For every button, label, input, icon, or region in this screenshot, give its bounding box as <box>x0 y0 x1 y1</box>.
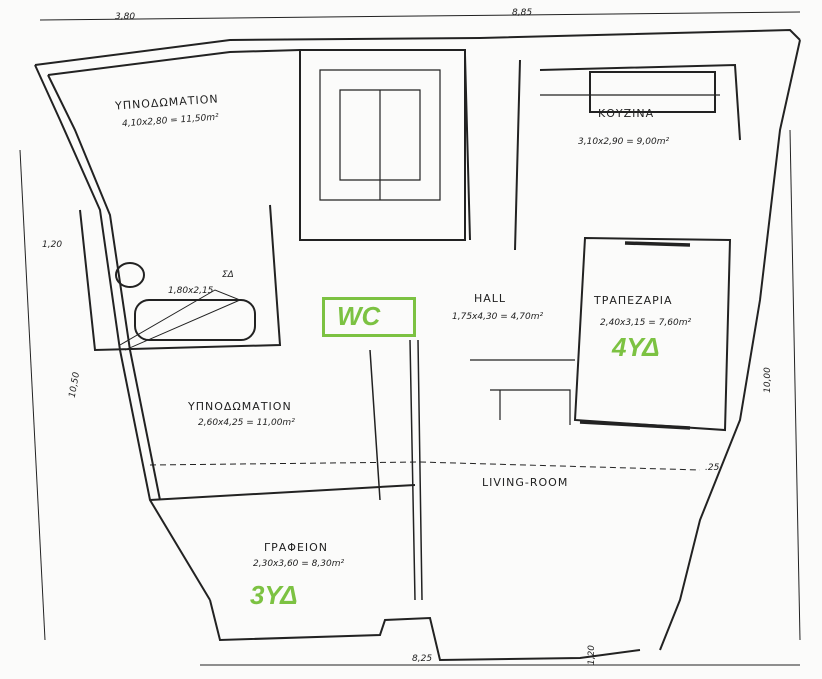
office-name: ΓΡΑΦΕΙΟΝ <box>264 541 329 554</box>
hall-fixtures <box>470 359 575 425</box>
hall-name: HALL <box>474 292 507 305</box>
dimension-bottom-left: 8,25 <box>412 654 433 664</box>
kitchen-name: ΚΟΥΖΙΝΑ <box>598 107 655 120</box>
axis-line <box>149 461 701 471</box>
bedroom2-name: ΥΠΝΟΔΩΜΑΤΙΟΝ <box>188 400 292 413</box>
stair-side-walls <box>464 54 521 251</box>
wc-annotation: WC <box>337 301 381 331</box>
dimension-line-left <box>19 149 46 641</box>
bath-sink <box>115 262 145 288</box>
bath-wall <box>79 204 282 352</box>
kitchen-counter <box>589 71 716 113</box>
dimension-bottom-right: 1,20 <box>587 644 598 666</box>
living-room-name: LIVING-ROOM <box>482 476 569 489</box>
wc-annotation-box: WC <box>322 297 416 337</box>
dimension-right-small: .25 <box>705 463 720 473</box>
stair-core <box>299 49 466 241</box>
bedroom2-area: 2,60x4,25 = 11,00m² <box>198 418 295 428</box>
dining-name: ΤΡΑΠΕΖΑΡΙΑ <box>594 294 673 307</box>
dimension-top-left: 3,80 <box>115 12 136 22</box>
bottom-wall <box>209 599 641 662</box>
office-area: 2,30x3,60 = 8,30m² <box>253 559 345 569</box>
corridor-walls <box>369 339 423 601</box>
dimension-line-right <box>789 129 801 641</box>
bath-name: ΣΔ <box>222 270 234 280</box>
kitchen-area: 3,10x2,90 = 9,00m² <box>578 137 670 147</box>
bathtub <box>134 299 256 341</box>
dimension-left-upper: 1,20 <box>42 240 63 250</box>
right-wall <box>659 39 801 651</box>
dining-annotation: 4ΥΔ <box>612 332 660 362</box>
hall-area: 1,75x4,30 = 4,70m² <box>452 312 544 322</box>
outer-wall-inner <box>47 49 301 76</box>
office-annotation: 3ΥΔ <box>250 580 298 610</box>
dimension-line-top <box>39 11 801 21</box>
dining-area: 2,40x3,15 = 7,60m² <box>600 318 692 328</box>
bath-plumbing-lines <box>119 289 242 351</box>
left-wall <box>34 64 211 601</box>
left-wall-inner <box>47 74 161 501</box>
dimension-right-total: 10,00 <box>762 367 773 393</box>
dimension-top-right: 8,85 <box>512 8 533 18</box>
stairs <box>319 69 441 201</box>
outer-wall <box>34 28 801 66</box>
bedroom-office-wall <box>149 484 416 501</box>
bath-area: 1,80x2,15 <box>168 286 214 296</box>
dining-openings <box>579 241 691 430</box>
dining-wall <box>573 236 732 432</box>
kitchen-wall <box>539 63 741 141</box>
